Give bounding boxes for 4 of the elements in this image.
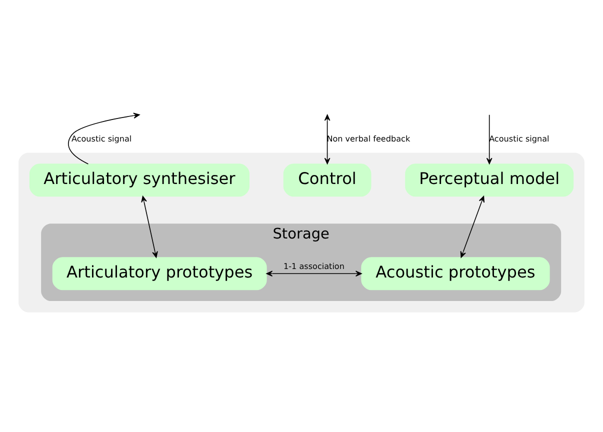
edge-label: 1-1 association bbox=[284, 261, 344, 270]
edge-label: Acoustic signal bbox=[489, 134, 550, 143]
edge-label: Acoustic signal bbox=[71, 134, 132, 143]
edge-label: Non verbal feedback bbox=[326, 134, 410, 143]
